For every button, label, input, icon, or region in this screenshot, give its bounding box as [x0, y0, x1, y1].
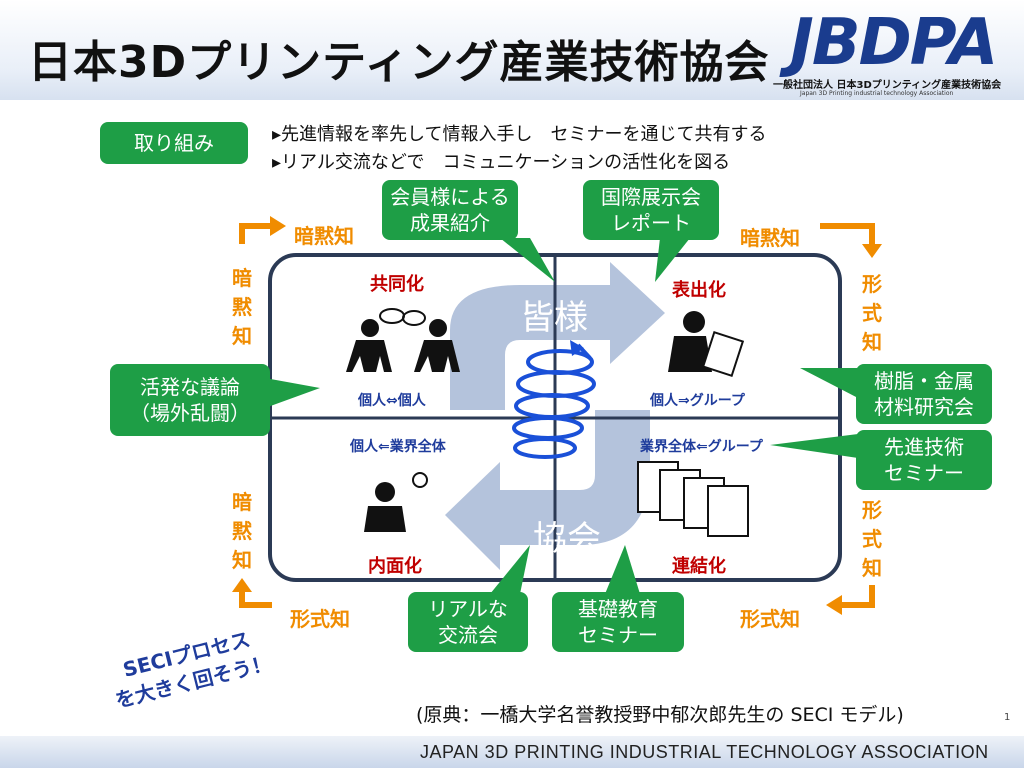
footer-band [0, 736, 1024, 768]
knowledge-flow-arrows [239, 223, 875, 608]
quadrant-combination-caption: 業界全体⇐グループ [640, 439, 763, 455]
person-idea-icon [364, 472, 428, 532]
logo-english: Japan 3D Printing industrial technology … [800, 90, 954, 97]
quadrant-socialization-caption: 個人⇔個人 [358, 393, 426, 409]
documents-icon [637, 461, 749, 537]
tacit-label-top-right: 暗黙知 [740, 226, 800, 250]
quadrant-externalization-title: 表出化 [672, 280, 726, 301]
source-citation: (原典：一橋大学名誉教授野中郁次郎先生の SECI モデル) [416, 704, 904, 726]
explicit-label-right-lower: 形式知 [862, 498, 882, 580]
goal-line-1: ▸先進情報を率先して情報入手し セミナーを通じて共有する [272, 124, 767, 145]
upper-cycle-arrow [450, 262, 665, 410]
callout-results: 会員様による成果紹介 [382, 180, 518, 240]
explicit-label-right-upper: 形式知 [862, 272, 882, 354]
spiral-arrowhead [570, 340, 584, 356]
spiral-icon [512, 343, 596, 459]
tacit-label-left-upper: 暗黙知 [232, 266, 252, 348]
callout-basic-seminar: 基礎教育セミナー [552, 592, 684, 652]
person-writing-icon [668, 311, 745, 378]
association-logo: JBDPA [790, 6, 998, 80]
quadrant-combination-title: 連結化 [672, 556, 726, 577]
footer-text: JAPAN 3D PRINTING INDUSTRIAL TECHNOLOGY … [420, 742, 989, 762]
page-number: 1 [1004, 712, 1011, 723]
quadrant-socialization-title: 共同化 [370, 274, 424, 295]
seci-diagram [232, 216, 882, 615]
callout-expo: 国際展示会レポート [583, 180, 719, 240]
people-talking-icon [346, 308, 460, 372]
cycle-arrows [445, 262, 665, 570]
header-band [0, 0, 1024, 100]
tacit-label-top-left: 暗黙知 [294, 224, 354, 248]
page-title: 日本3Dプリンティング産業技術協会 [28, 37, 770, 88]
tacit-label-left-lower: 暗黙知 [232, 490, 252, 572]
goals-label-text: 取り組み [134, 131, 214, 155]
callout-advanced-seminar: 先進技術セミナー [856, 430, 992, 490]
goals-label: 取り組み [100, 122, 248, 164]
callout-meetup: リアルな交流会 [408, 592, 528, 652]
explicit-label-bottom-left: 形式知 [290, 607, 350, 631]
center-bottom-label: 協会 [533, 519, 601, 559]
callout-resin-metal: 樹脂・金属材料研究会 [856, 364, 992, 424]
lower-cycle-arrow [445, 410, 650, 570]
quadrant-internalization-title: 内面化 [368, 556, 422, 577]
logo-subtitle: 一般社団法人 日本3Dプリンティング産業技術協会 [773, 80, 1002, 91]
quadrant-externalization-caption: 個人⇒グループ [650, 393, 745, 409]
quadrant-internalization-caption: 個人⇐業界全体 [350, 439, 446, 455]
goal-line-2: ▸リアル交流などで コミュニケーションの活性化を図る [272, 152, 731, 173]
callout-pointers [265, 238, 858, 594]
callout-debate: 活発な議論（場外乱闘） [110, 364, 270, 436]
explicit-label-bottom-right: 形式知 [740, 607, 800, 631]
center-top-label: 皆様 [520, 298, 588, 338]
